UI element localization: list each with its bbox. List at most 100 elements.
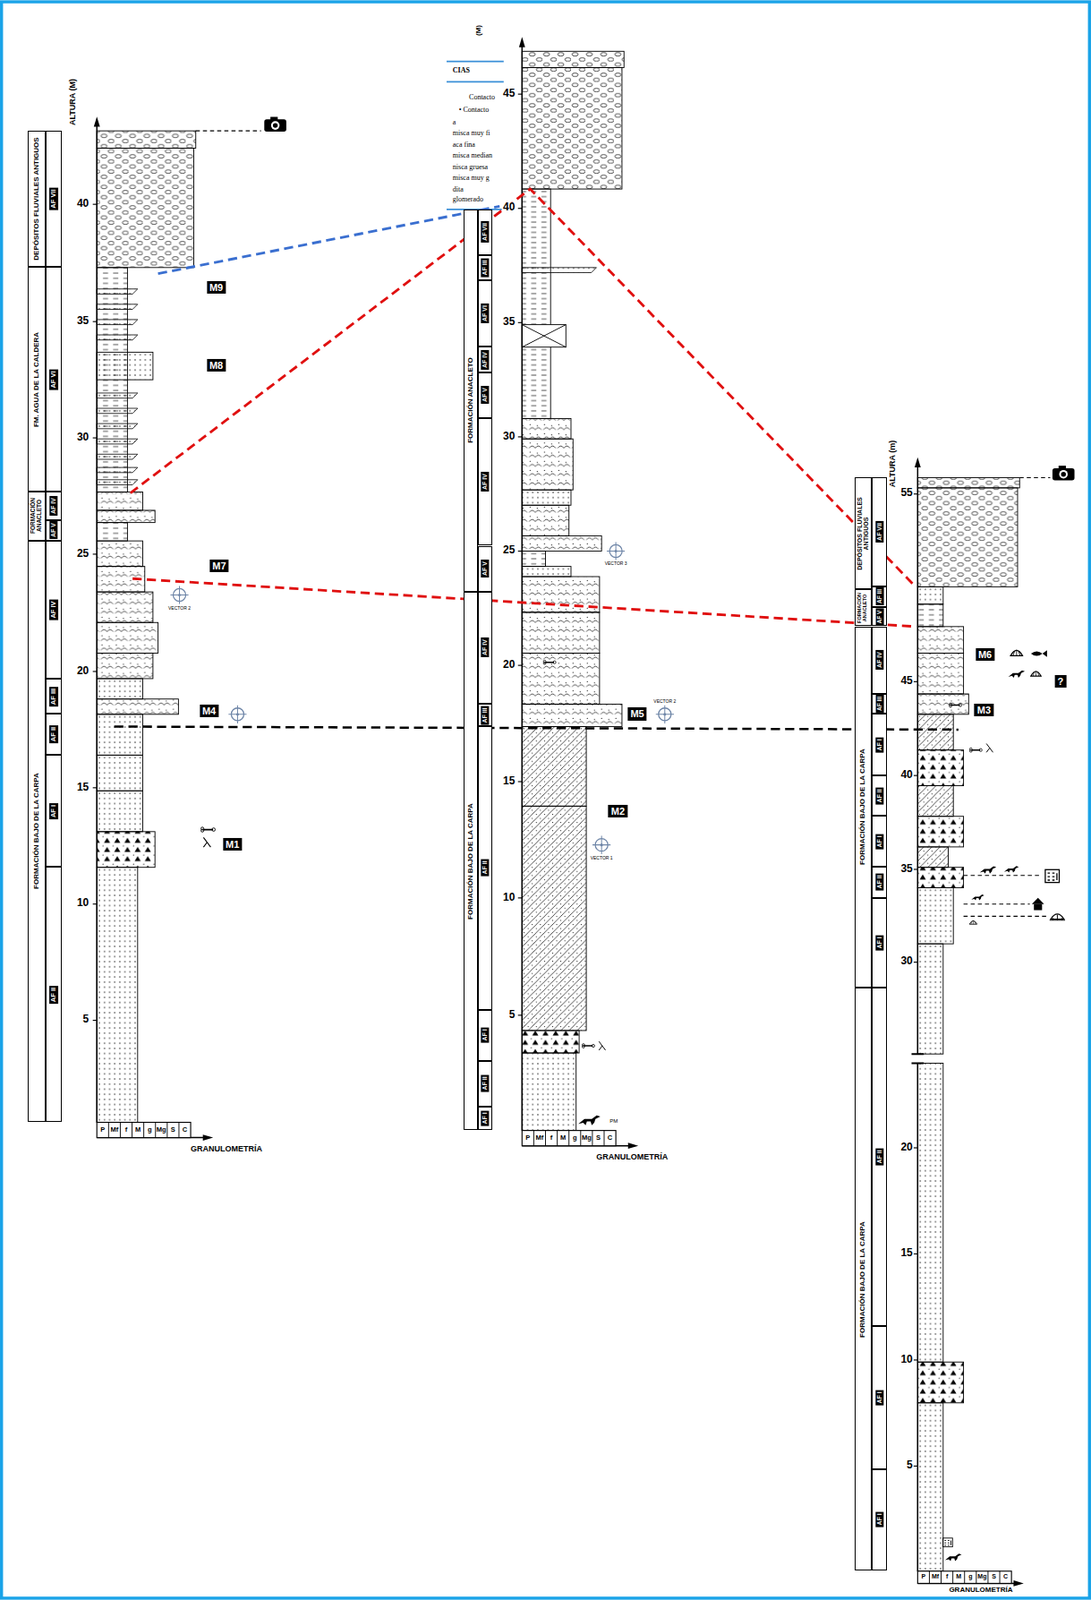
- grain-size-class: C: [1003, 1572, 1008, 1580]
- rock-bed: [917, 652, 964, 694]
- facies-label: AF II: [49, 724, 59, 743]
- vector-note: VECTOR 2: [168, 605, 191, 612]
- grain-size-class: S: [596, 1133, 601, 1142]
- axis-arrow: [93, 116, 101, 127]
- rock-bed: [917, 626, 964, 654]
- fossil-icon: [201, 649, 1066, 1561]
- camera-icon: [264, 117, 1074, 481]
- grain-size-divider: [119, 1122, 121, 1138]
- rock-bed: [96, 790, 143, 832]
- grain-size-class: P: [525, 1133, 530, 1142]
- legend-fragment-rule: [446, 61, 504, 210]
- facies-label: AF II: [481, 1074, 490, 1092]
- axis-tick: [913, 868, 919, 870]
- rock-bed: [917, 1402, 943, 1571]
- axis-value: 35: [899, 862, 913, 875]
- rock-bed: [917, 886, 954, 944]
- axis-tick: [913, 681, 919, 682]
- grain-size-class: C: [607, 1133, 613, 1142]
- vector-note: PM: [609, 1117, 618, 1125]
- rock-bed: [96, 148, 194, 268]
- rock-bed: [521, 1052, 576, 1131]
- facies-label: AF I: [875, 934, 884, 950]
- rock-bed: [521, 703, 623, 726]
- facies-box: AF VII: [45, 130, 62, 268]
- facies-label: AF I: [875, 833, 884, 849]
- facies-box: AF I: [871, 713, 887, 775]
- axis-arrow: [93, 36, 1024, 1586]
- grain-size-divider: [975, 1570, 977, 1584]
- sandstone-lens: [96, 453, 138, 460]
- formation-name: FORMACIÓN ANACLETO: [858, 591, 870, 623]
- grain-size-divider: [108, 1122, 110, 1138]
- callout-number: M5: [627, 707, 647, 720]
- grain-size-class: f: [550, 1133, 554, 1142]
- formation-name: FORMACIÓN BAJO DE LA CARPA: [859, 989, 867, 1569]
- formation-band: FM. AGUA DE LA CALDERA: [27, 266, 47, 492]
- facies-label: AF IV: [49, 598, 59, 620]
- vector-note: VECTOR 1: [590, 856, 614, 862]
- rock-bed: [521, 576, 600, 613]
- paleocurrent-vector: [228, 705, 248, 725]
- axis-value: 40: [502, 202, 516, 214]
- paleocurrent-vector: [170, 585, 189, 605]
- axis-tick: [93, 1019, 98, 1021]
- facies-box: AF I: [477, 1009, 493, 1061]
- axis-value: 40: [899, 768, 913, 781]
- facies-label: AF II: [875, 1147, 884, 1165]
- facies-label: AF VI: [481, 303, 490, 324]
- axis-tick: [518, 550, 523, 552]
- callout-number: M6: [975, 647, 995, 661]
- grain-size-divider: [154, 1122, 156, 1138]
- rock-bed: [521, 612, 600, 654]
- grain-size-divider: [604, 1130, 606, 1146]
- axis-value: 5: [82, 1014, 91, 1026]
- callout-number: M8: [206, 358, 226, 372]
- correlation-line: [114, 725, 959, 729]
- formation-name: DEPÓSITOS FLUVIALES ANTIGUOS: [33, 133, 41, 265]
- rock-bed: [96, 714, 143, 756]
- formation-name: DEPÓSITOS FLUVIALES ANTIGUOS: [856, 479, 870, 587]
- grain-size-class: Mf: [931, 1572, 939, 1580]
- formation-name: FORMACIÓN ANACLETO: [467, 212, 475, 589]
- callout-number: M9: [206, 281, 226, 294]
- facies-label: AF III: [875, 588, 884, 606]
- rock-bed: [96, 540, 143, 566]
- facies-label: AF V: [875, 607, 884, 625]
- formation-band: FORMACIÓN BAJO DE LA CARPA: [463, 591, 478, 1131]
- grain-size-class: P: [921, 1572, 927, 1580]
- axis-title: GRANULOMETRÍA: [190, 1144, 263, 1154]
- axis-value: 15: [502, 775, 516, 787]
- rock-bed: [917, 693, 969, 715]
- axis-value: 30: [899, 955, 913, 968]
- formation-band: FORMACIÓN ANACLETO: [854, 588, 872, 626]
- fossil-icon: [1031, 670, 1041, 676]
- legend-fragment-text: glomerado: [452, 196, 484, 205]
- grain-size-divider: [579, 1130, 581, 1146]
- grain-size-class: M: [135, 1125, 141, 1134]
- grain-size-class: M: [955, 1572, 962, 1580]
- facies-box: AF I: [871, 1325, 887, 1468]
- correlation-line: [130, 188, 916, 587]
- axis-value: 20: [76, 664, 90, 677]
- callout-number: M1: [222, 837, 242, 851]
- rock-bed: [917, 604, 943, 627]
- axis-tick: [518, 1014, 523, 1015]
- fossil-icon: [1008, 670, 1025, 678]
- axis-tick: [518, 664, 523, 666]
- facies-label: AF I: [49, 802, 59, 819]
- rock-bed: [917, 487, 1018, 588]
- formation-name: FORMACIÓN ANACLETO: [30, 494, 43, 538]
- grain-size-class: f: [125, 1125, 128, 1134]
- legend-fragment-text: aca fina: [452, 140, 476, 149]
- sandstone-lens: [96, 319, 138, 325]
- leader-line: [963, 915, 1047, 917]
- sandstone-lens: [521, 267, 597, 273]
- legend-fragment-rule: [446, 61, 504, 210]
- axis-arrow: [1013, 1579, 1023, 1586]
- grain-size-divider: [568, 1130, 570, 1146]
- grain-size-divider: [166, 1122, 168, 1138]
- axis-tick: [518, 435, 523, 437]
- rock-bed: [917, 586, 943, 604]
